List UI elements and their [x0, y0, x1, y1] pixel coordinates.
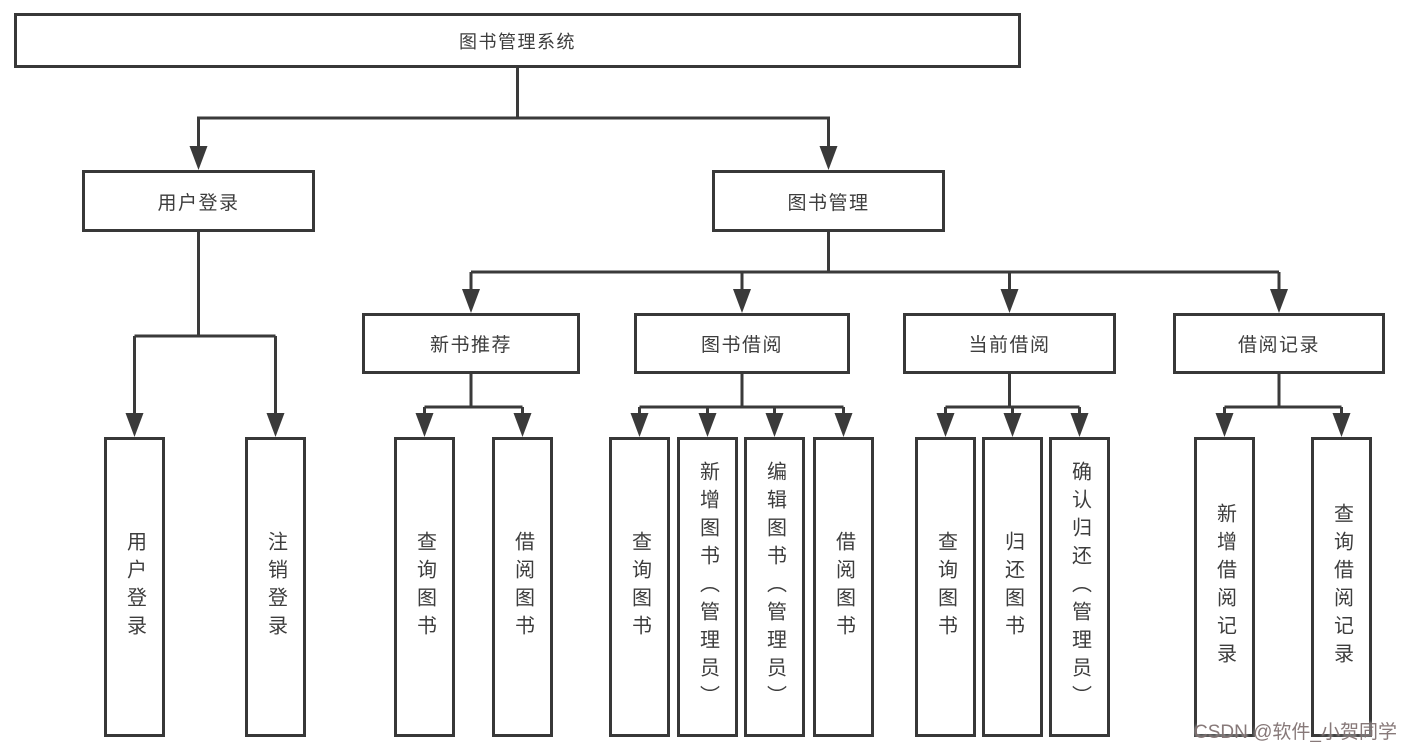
connector-paths — [133, 68, 1343, 416]
leaf-query-books: 查询图书 — [394, 437, 455, 737]
leaf-logout: 注销登录 — [245, 437, 306, 737]
node-user-login: 用户登录 — [82, 170, 315, 232]
leaf-edit-book-admin: 编辑图书（管理员） — [744, 437, 805, 737]
leaf-borrow-books: 借阅图书 — [492, 437, 553, 737]
node-borrow-records: 借阅记录 — [1173, 313, 1385, 374]
leaf-query-books: 查询图书 — [915, 437, 976, 737]
leaf-borrow-books: 借阅图书 — [813, 437, 874, 737]
leaf-query-borrow-record: 查询借阅记录 — [1311, 437, 1372, 737]
leaf-user-login: 用户登录 — [104, 437, 165, 737]
csdn-watermark: CSDN @软件_小贺同学 — [1194, 722, 1397, 743]
leaf-query-books: 查询图书 — [609, 437, 670, 737]
node-current-borrowing: 当前借阅 — [903, 313, 1116, 374]
node-new-book-recommend: 新书推荐 — [362, 313, 580, 374]
leaf-add-borrow-record: 新增借阅记录 — [1194, 437, 1255, 737]
leaf-return-book: 归还图书 — [982, 437, 1043, 737]
node-book-management: 图书管理 — [712, 170, 945, 232]
arrowhead-icons — [125, 146, 1351, 437]
node-library-system: 图书管理系统 — [14, 13, 1021, 68]
leaf-confirm-return-admin: 确认归还（管理员） — [1049, 437, 1110, 737]
leaf-add-book-admin: 新增图书（管理员） — [677, 437, 738, 737]
node-book-borrowing: 图书借阅 — [634, 313, 850, 374]
